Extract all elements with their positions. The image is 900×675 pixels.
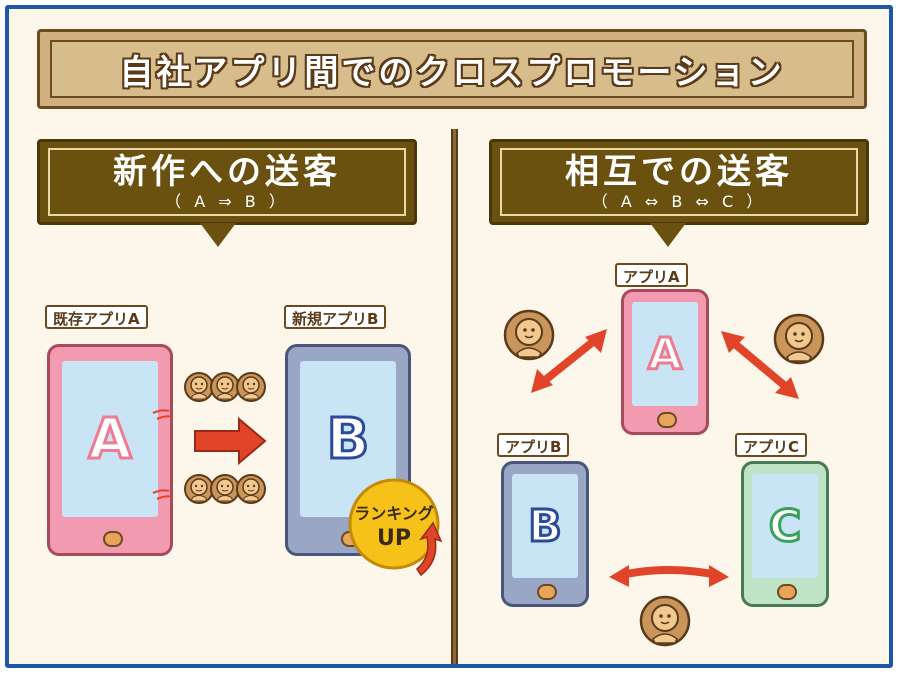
app-c-label: アプリC <box>735 433 808 457</box>
letter-b: B <box>325 405 371 473</box>
phone-app-c-right: C <box>741 461 829 607</box>
page-title: 自社アプリ間でのクロスプロモーション <box>119 52 785 93</box>
letter-a: A <box>646 327 683 381</box>
right-section-title: 相互での送客 <box>565 152 793 192</box>
home-button <box>777 584 797 600</box>
diagram-frame: 自社アプリ間でのクロスプロモーション 新作への送客 （ A ⇒ B ） 既存アプ… <box>5 5 893 668</box>
user-coins-row-bottom <box>184 474 266 504</box>
ranking-text: ランキング <box>354 504 434 523</box>
letter-c: C <box>767 499 802 553</box>
home-button <box>657 412 677 428</box>
user-coin <box>503 309 555 361</box>
user-coins-row-top <box>184 372 266 402</box>
home-button <box>103 531 123 547</box>
home-button <box>537 584 557 600</box>
ranking-badge: ランキング UP <box>348 478 443 577</box>
double-arrow-icon <box>721 331 799 399</box>
diagram-decorations: ランキング UP <box>152 309 825 647</box>
user-coin <box>639 595 691 647</box>
phone-app-b-right: B <box>501 461 589 607</box>
app-a-label: アプリA <box>615 263 688 287</box>
letter-a: A <box>87 405 133 473</box>
section-divider <box>451 129 458 664</box>
double-arrow-icon <box>609 565 729 587</box>
left-section-subtitle: （ A ⇒ B ） <box>165 192 289 211</box>
right-section-subtitle: （ A ⇔ B ⇔ C ） <box>591 192 767 211</box>
phone-app-a: A <box>47 344 173 556</box>
arrow-right-icon <box>194 416 267 466</box>
left-section-title: 新作への送客 <box>113 152 341 192</box>
title-banner: 自社アプリ間でのクロスプロモーション <box>37 29 867 109</box>
app-b-label: アプリB <box>497 433 570 457</box>
right-banner-pointer <box>650 223 686 247</box>
user-coin <box>773 313 825 365</box>
existing-app-a-label: 既存アプリA <box>45 305 148 329</box>
double-arrow-icon <box>531 329 607 393</box>
letter-b: B <box>527 499 564 553</box>
phone-app-a-right: A <box>621 289 709 435</box>
left-banner-pointer <box>200 223 236 247</box>
ranking-up-text: UP <box>377 526 411 551</box>
right-section-banner: 相互での送客 （ A ⇔ B ⇔ C ） <box>489 139 869 225</box>
new-app-b-label: 新規アプリB <box>284 305 387 329</box>
